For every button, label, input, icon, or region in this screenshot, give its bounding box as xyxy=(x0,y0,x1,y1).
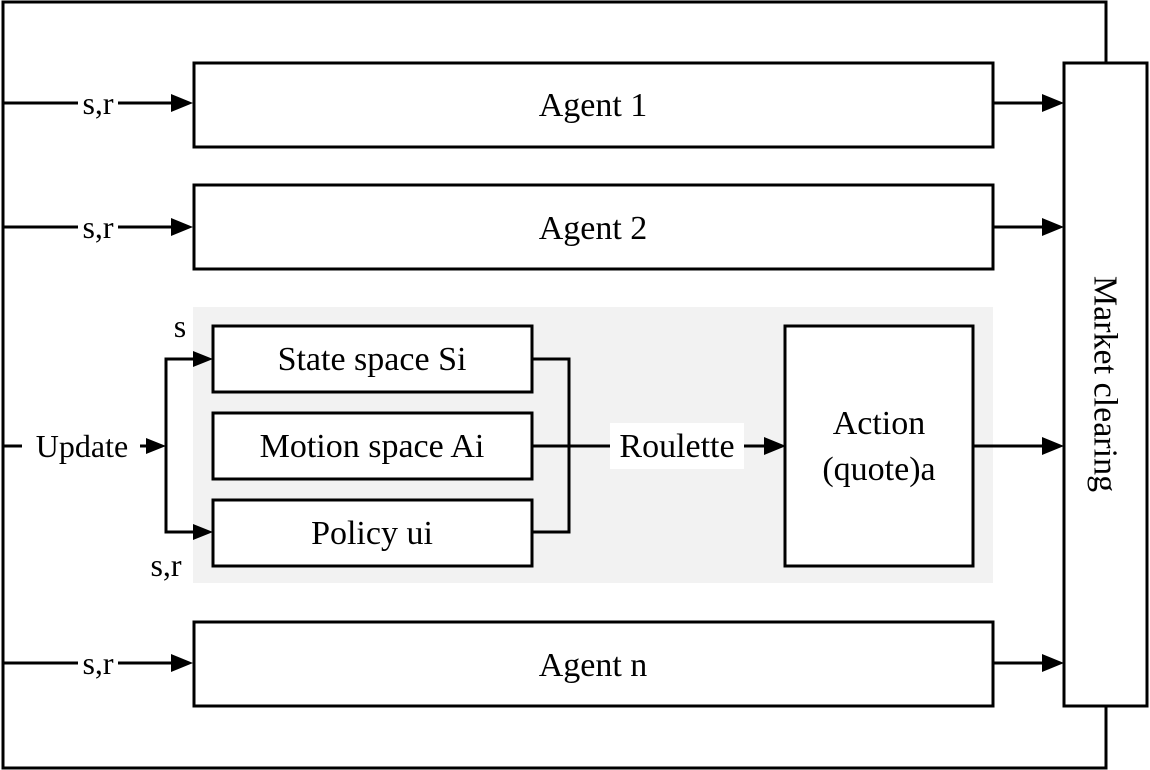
agentn-output-arrowhead xyxy=(1042,654,1064,672)
agentn-input-label: s,r xyxy=(82,645,113,681)
agent2-input-arrowhead xyxy=(171,218,193,236)
market-clearing-box xyxy=(1062,61,1149,708)
roulette-label-bg xyxy=(610,423,744,469)
agent2-label: Agent 2 xyxy=(539,210,648,247)
update-arrowhead xyxy=(146,438,166,454)
state-arrowhead xyxy=(193,351,213,367)
policy-label: Policy ui xyxy=(311,515,433,552)
roulette-label: Roulette xyxy=(619,428,734,465)
update-split-line xyxy=(164,357,195,534)
agent1-label: Agent 1 xyxy=(539,87,648,124)
agentn-label: Agent n xyxy=(539,647,648,684)
agent1-output-arrowhead xyxy=(1042,94,1064,112)
roulette-arrowhead xyxy=(764,437,786,455)
action-label-line1: Action xyxy=(833,405,926,442)
policy-input-label: s,r xyxy=(150,547,181,583)
policy-arrowhead xyxy=(193,524,213,540)
agent1-input-label: s,r xyxy=(82,85,113,121)
state-input-label: s xyxy=(174,308,186,344)
market-clearing-label: Market clearing xyxy=(1087,276,1124,492)
agent1-box xyxy=(192,61,995,149)
agentn-box xyxy=(192,620,995,708)
agent2-input-label: s,r xyxy=(82,209,113,245)
action-label-line2: (quote)a xyxy=(822,451,935,488)
agentn-input-arrowhead xyxy=(171,654,193,672)
state-space-label: State space Si xyxy=(278,341,467,378)
action-box xyxy=(783,324,975,568)
outer-feedback-frame xyxy=(1,0,1108,770)
update-label: Update xyxy=(36,428,128,464)
agent2-output-arrowhead xyxy=(1042,218,1064,236)
action-output-arrowhead xyxy=(1042,437,1064,455)
agent1-input-arrowhead xyxy=(171,94,193,112)
motion-space-label: Motion space Ai xyxy=(260,428,485,465)
agent2-box xyxy=(192,183,995,271)
